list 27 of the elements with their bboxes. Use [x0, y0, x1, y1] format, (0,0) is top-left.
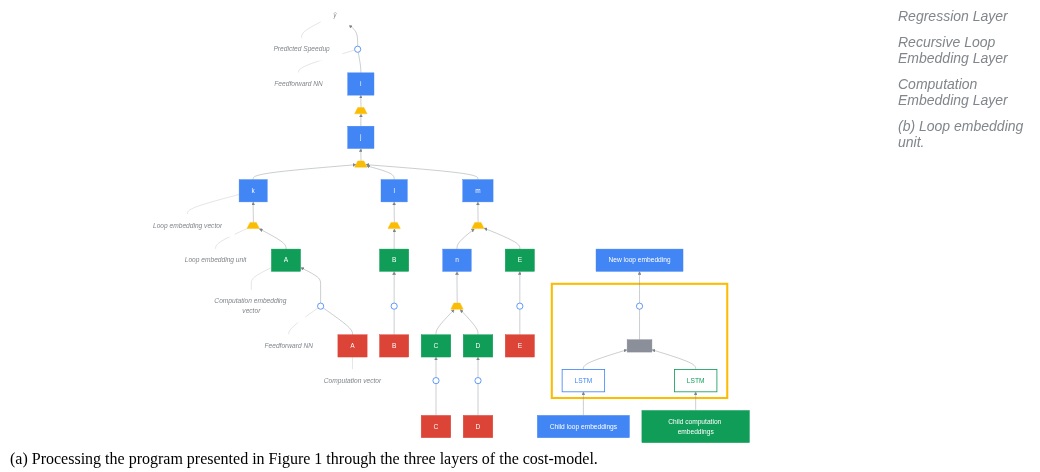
node-trapezoid [246, 222, 260, 229]
node-circle [474, 377, 482, 385]
node-circle [636, 302, 644, 310]
connector [301, 21, 322, 39]
node-trapezoid [450, 302, 464, 310]
node-circle [516, 302, 524, 310]
connector [251, 267, 272, 291]
figure-caption: (a) Processing the program presented in Figure 1 through the three layers of the cost-model. [9, 449, 599, 470]
node-trapezoid [354, 160, 368, 168]
node-circle [317, 302, 325, 310]
node-trapezoid [354, 107, 368, 114]
layer-label: Recursive Loop Embedding Layer [898, 34, 1009, 66]
layer-label: (b) Loop embedding unit. [898, 118, 1025, 150]
node-trapezoid [387, 222, 401, 229]
connector [215, 228, 248, 250]
node-bar [626, 339, 653, 353]
layer-label: Computation Embedding Layer [898, 76, 1009, 108]
connector [187, 194, 240, 215]
node-trapezoid [471, 222, 485, 229]
connector [358, 52, 362, 74]
layer-label: Regression Layer [898, 8, 1009, 24]
node-circle [354, 45, 362, 53]
node-circle [432, 377, 440, 385]
cluster [550, 282, 729, 400]
connector [639, 309, 640, 340]
connector [322, 307, 353, 335]
node-circle [390, 302, 398, 310]
